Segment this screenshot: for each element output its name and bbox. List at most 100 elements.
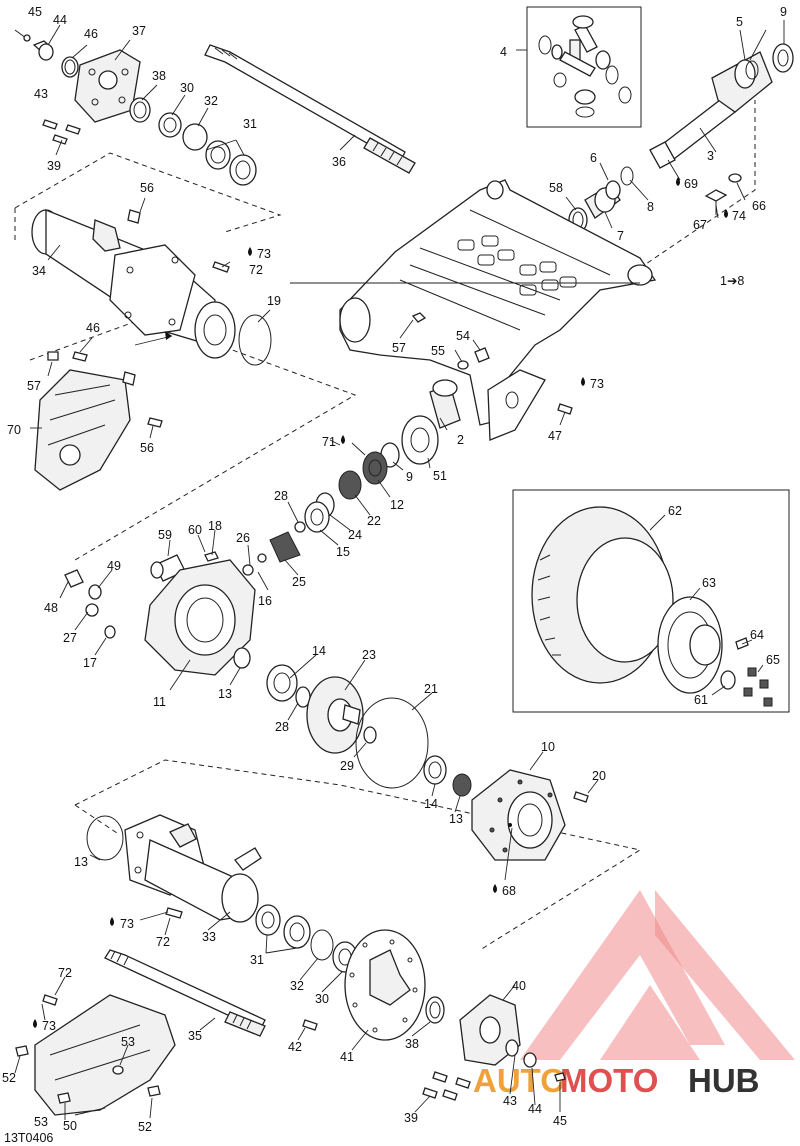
callout: 74	[732, 209, 746, 223]
callout: 60	[188, 523, 202, 537]
callout: 50	[63, 1119, 77, 1133]
callout: 38	[405, 1037, 419, 1051]
callout-labels: 45 44 46 37 43 38 30 32 31 39 36 4 5 9 3…	[2, 5, 787, 1134]
callout: 16	[258, 594, 272, 608]
callout: 26	[236, 531, 250, 545]
callout: 14	[312, 644, 326, 658]
u-joint-kit	[538, 15, 632, 118]
callout: 21	[424, 682, 438, 696]
callout: 44	[53, 13, 67, 27]
callout: 43	[503, 1094, 517, 1108]
guard-50	[15, 994, 176, 1116]
callout: 46	[84, 27, 98, 41]
callout: 20	[592, 769, 606, 783]
callout: 12	[390, 498, 404, 512]
leader-lines	[14, 24, 764, 1120]
callout: 39	[404, 1111, 418, 1125]
callout: 51	[433, 469, 447, 483]
callout: 10	[541, 740, 555, 754]
callout: 56	[140, 441, 154, 455]
callout: 24	[348, 528, 362, 542]
callout: 66	[752, 199, 766, 213]
callout: 32	[290, 979, 304, 993]
callout: 28	[275, 720, 289, 734]
watermark-moto: MOTO	[560, 1062, 658, 1099]
callout: 13	[218, 687, 232, 701]
callout: 34	[32, 264, 46, 278]
callout: 48	[44, 601, 58, 615]
callout: 62	[668, 504, 682, 518]
callout: 58	[549, 181, 563, 195]
callout: 64	[750, 628, 764, 642]
flange-10	[471, 769, 589, 861]
callout: 6	[590, 151, 597, 165]
callout: 53	[34, 1115, 48, 1129]
callout: 23	[362, 648, 376, 662]
ring-gear-23	[266, 664, 472, 797]
lower-dashed-frame	[74, 759, 642, 951]
callout: 52	[2, 1071, 16, 1085]
callout: 35	[188, 1029, 202, 1043]
callout: 63	[702, 576, 716, 590]
callout: 70	[7, 423, 21, 437]
callout: 44	[528, 1102, 542, 1116]
callout: 28	[274, 489, 288, 503]
figure-code: 13T0406	[4, 1131, 53, 1145]
callout: 53	[121, 1035, 135, 1049]
callout: 7	[617, 229, 624, 243]
callout: 30	[315, 992, 329, 1006]
callout: 57	[392, 341, 406, 355]
callout: 67	[693, 218, 707, 232]
callout: 55	[431, 344, 445, 358]
axle-shaft-36	[204, 44, 416, 174]
callout: 59	[158, 528, 172, 542]
tire-62	[531, 506, 674, 684]
left-dashed-frame	[29, 317, 357, 561]
callout: 36	[332, 155, 346, 169]
callout: 31	[250, 953, 264, 967]
callout: 18	[208, 519, 222, 533]
callout: 25	[292, 575, 306, 589]
callout: 9	[406, 470, 413, 484]
callout: 19	[267, 294, 281, 308]
driveshaft-3	[649, 20, 794, 169]
hub-40	[422, 994, 566, 1101]
rim-63	[657, 596, 773, 707]
upper-left-dashed-frame	[14, 152, 282, 233]
callout: 13	[74, 855, 88, 869]
wheel-assembly-box	[512, 489, 790, 713]
callout: 73	[42, 1019, 56, 1033]
callout: 40	[512, 979, 526, 993]
bracket-70	[34, 351, 163, 491]
callout: 33	[202, 930, 216, 944]
callout: 43	[34, 87, 48, 101]
callout: 31	[243, 117, 257, 131]
callout: 72	[249, 263, 263, 277]
u-joint-kit-box	[526, 6, 642, 128]
callout: 52	[138, 1120, 152, 1134]
callout: 73	[590, 377, 604, 391]
callout: 42	[288, 1040, 302, 1054]
watermark-hub: HUB	[688, 1062, 760, 1099]
automotohub-watermark: AUTO MOTO HUB	[473, 890, 795, 1099]
callout: 15	[336, 545, 350, 559]
callout: 49	[107, 559, 121, 573]
callout: 73	[257, 247, 271, 261]
callout: 71	[322, 435, 336, 449]
callout: 13	[449, 812, 463, 826]
callout: 45	[28, 5, 42, 19]
callout: 17	[83, 656, 97, 670]
callout: 73	[120, 917, 134, 931]
callout: 61	[694, 693, 708, 707]
swing-arm-frame	[339, 179, 657, 441]
callout: 54	[456, 329, 470, 343]
callout: 9	[780, 5, 787, 19]
seal-rings	[568, 166, 634, 233]
brake-disc-41	[302, 929, 445, 1041]
watermark-auto: AUTO	[473, 1062, 566, 1099]
callout: 46	[86, 321, 100, 335]
callout: 2	[457, 433, 464, 447]
right-dashed-link	[639, 100, 756, 269]
callout: 38	[152, 69, 166, 83]
